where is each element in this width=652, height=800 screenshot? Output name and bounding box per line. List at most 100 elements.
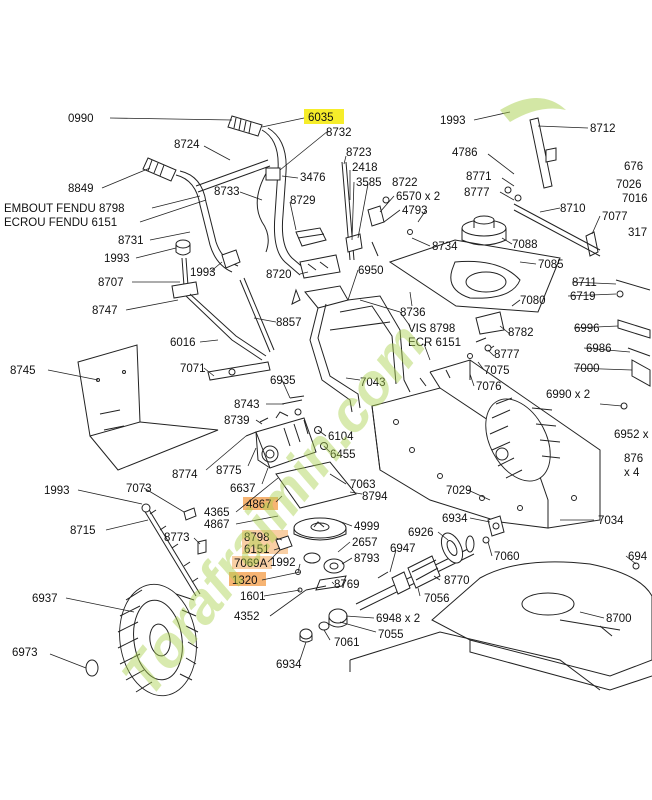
part-label: 676: [624, 161, 643, 173]
plate-7063: [275, 461, 357, 541]
part-label: 7000: [574, 363, 600, 375]
part-label: 694: [628, 551, 648, 563]
part-label: 4999: [354, 521, 380, 533]
part-label: 7080: [520, 295, 546, 307]
rod-8710: [504, 117, 651, 298]
rod-8723: [341, 161, 390, 261]
part-label: 7076: [476, 381, 502, 393]
part-label: 8777: [494, 349, 520, 361]
part-label: 8711: [572, 277, 597, 289]
part-label: 4793: [402, 205, 428, 217]
pulley-7088: [461, 215, 507, 246]
part-label: 7061: [334, 637, 360, 649]
small-parts-center: [259, 395, 305, 593]
leader-lines: [47, 111, 637, 669]
part-label: EMBOUT FENDU 8798: [4, 203, 125, 215]
part-label: 6948 x 2: [376, 613, 420, 625]
part-label: 7060: [494, 551, 520, 563]
part-label: 8775: [216, 465, 242, 477]
part-label: 1320: [232, 575, 258, 587]
part-label: 6986: [586, 343, 612, 355]
part-label: 1993: [440, 115, 466, 127]
part-label: 4867: [204, 519, 230, 531]
part-label: 8793: [354, 553, 380, 565]
part-label: 8745: [10, 365, 36, 377]
part-label: 8715: [70, 525, 96, 537]
part-label: ECROU FENDU 6151: [4, 217, 117, 229]
part-label: 3585: [356, 177, 382, 189]
part-label: 8771: [466, 171, 492, 183]
part-label: 2657: [352, 537, 378, 549]
part-label: 317: [628, 227, 647, 239]
part-label: 4786: [452, 147, 478, 159]
axle-assembly: [355, 515, 505, 611]
part-label: 7043: [360, 377, 386, 389]
pulley-8793: [303, 552, 347, 591]
part-label: 8731: [118, 235, 144, 247]
part-label: 8774: [172, 469, 198, 481]
wheel-left: [117, 583, 199, 697]
highlight-7069A: [232, 556, 272, 569]
part-label: 6719: [570, 291, 596, 303]
bottom-plate: [349, 631, 601, 691]
part-label: 8710: [560, 203, 586, 215]
part-label: 6934: [276, 659, 302, 671]
part-label: 3476: [300, 172, 326, 184]
watermark-text: Torafraimin.com: [109, 312, 439, 708]
part-label: 6151: [244, 544, 270, 556]
highlight-4867: [243, 497, 278, 510]
part-label: 6104: [328, 431, 354, 443]
part-label: 7056: [424, 593, 450, 605]
part-label: 6935: [270, 375, 296, 387]
part-label: 8743: [234, 399, 260, 411]
part-label: 8777: [464, 187, 490, 199]
part-label: 8782: [508, 327, 534, 339]
part-label: 7016: [622, 193, 648, 205]
part-label: 7026: [616, 179, 642, 191]
part-label: 6570 x 2: [396, 191, 440, 203]
right-edge-parts: [617, 319, 651, 410]
part-label: 6035: [308, 112, 334, 124]
watermark-swoosh: [500, 98, 566, 122]
part-label: 8732: [326, 127, 352, 139]
part-label: 0990: [68, 113, 94, 125]
part-number-labels: 0990 6035 8732 8724 3476 8723 2418 3585 …: [4, 112, 649, 671]
part-label: 8733: [214, 186, 240, 198]
part-label: 8707: [98, 277, 124, 289]
part-label: 8723: [346, 147, 372, 159]
part-label: 6937: [32, 593, 58, 605]
part-label: 8770: [444, 575, 470, 587]
part-label: 8794: [362, 491, 388, 503]
part-label: 8712: [590, 123, 616, 135]
part-label: x 4: [624, 467, 640, 479]
knob-1993: [175, 239, 191, 256]
part-label: 1601: [240, 591, 266, 603]
part-label: 8798: [244, 532, 270, 544]
panel-8745: [77, 344, 219, 471]
highlight-1320: [229, 572, 266, 586]
part-label: 7071: [180, 363, 206, 375]
handlebar-assembly: [142, 115, 341, 279]
part-label: 8773: [164, 532, 190, 544]
hub-7055: [299, 608, 348, 643]
part-label: 4365: [204, 507, 230, 519]
bracket-8782: [467, 311, 505, 359]
part-label: 4352: [234, 611, 260, 623]
part-label: 8747: [92, 305, 118, 317]
part-label: 1993: [104, 253, 130, 265]
part-label: 6455: [330, 449, 356, 461]
part-label: 6926: [408, 527, 434, 539]
part-label: 876: [624, 453, 643, 465]
cover-8700: [431, 561, 652, 691]
plate-7085: [388, 229, 561, 313]
part-label: 6950: [358, 265, 384, 277]
part-label: 8722: [392, 177, 418, 189]
part-label: 8849: [68, 183, 94, 195]
part-label: 8739: [224, 415, 250, 427]
part-label: 7075: [484, 365, 510, 377]
part-label: 8720: [266, 269, 292, 281]
control-lever-8747: [171, 257, 275, 361]
part-label: 7055: [378, 629, 404, 641]
